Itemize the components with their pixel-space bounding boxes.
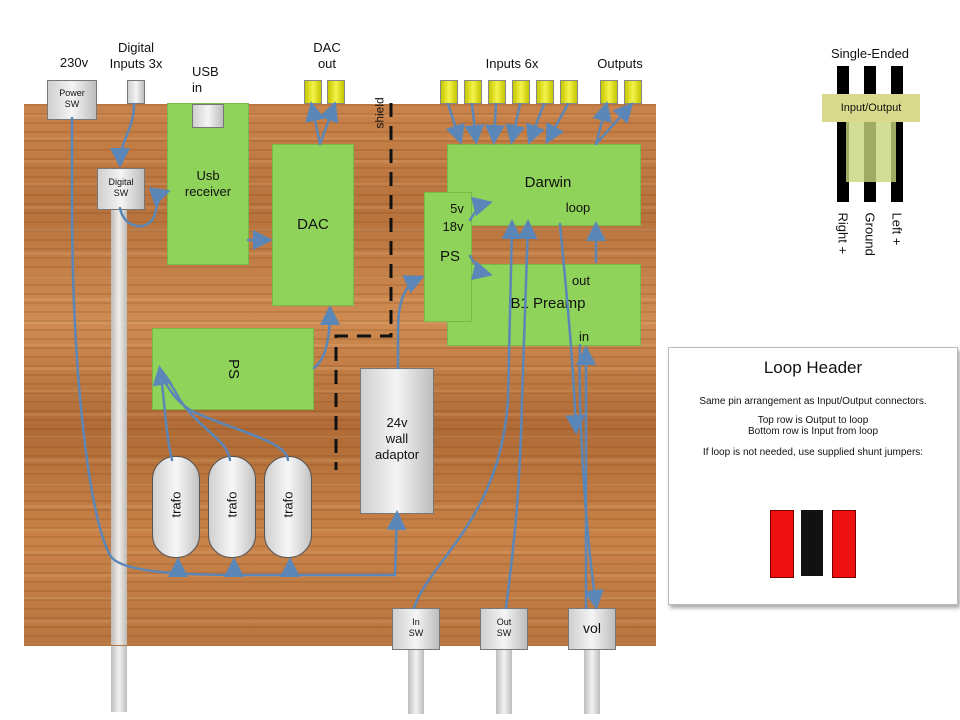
right-plus-label: Right + [835, 212, 851, 255]
trafo-2: trafo [208, 456, 256, 558]
dac-block: DAC [272, 144, 354, 306]
vol-control: vol [568, 608, 616, 650]
trafo-1: trafo [152, 456, 200, 558]
connector-body [846, 122, 896, 182]
single-ended-title: Single-Ended [830, 46, 910, 61]
shunt-jumper-red-2 [832, 510, 856, 578]
label-usb-in: USB in [192, 64, 219, 95]
left-plus-label: Left + [889, 212, 905, 246]
input-output-band: Input/Output [822, 94, 920, 122]
ps-small-block: 5v 18v PS [424, 192, 472, 322]
loop-header-card: Loop Header Same pin arrangement as Inpu… [668, 347, 958, 605]
label-230v: 230v [59, 55, 89, 70]
loop-header-line1: Same pin arrangement as Input/Output con… [699, 396, 927, 407]
in-switch-shaft [408, 640, 424, 714]
loop-header-line4: If loop is not needed, use supplied shun… [702, 447, 924, 458]
digital-input-connector [127, 80, 145, 104]
power-switch: Power SW [47, 80, 97, 120]
shunt-jumper-black [801, 510, 823, 576]
out-switch-shaft [496, 640, 512, 714]
wall-adaptor: 24v wall adaptor [360, 368, 434, 514]
loop-header-line2: Top row is Output to loop [757, 415, 869, 426]
loop-header-line3: Bottom row is Input from loop [747, 426, 879, 437]
label-digital-inputs: Digital Inputs 3x [109, 40, 163, 71]
label-outputs: Outputs [597, 56, 643, 71]
usb-connector [192, 104, 224, 128]
usb-receiver-block: Usb receiver [167, 103, 249, 265]
out-switch: Out SW [480, 608, 528, 650]
label-dac-out: DAC out [313, 40, 341, 71]
in-switch: In SW [392, 608, 440, 650]
shunt-jumper-red-1 [770, 510, 794, 578]
label-inputs-6x: Inputs 6x [485, 56, 539, 71]
loop-header-title: Loop Header [763, 358, 863, 377]
digital-switch-rod [111, 205, 127, 645]
vol-shaft [584, 640, 600, 714]
ground-label: Ground [862, 212, 878, 256]
